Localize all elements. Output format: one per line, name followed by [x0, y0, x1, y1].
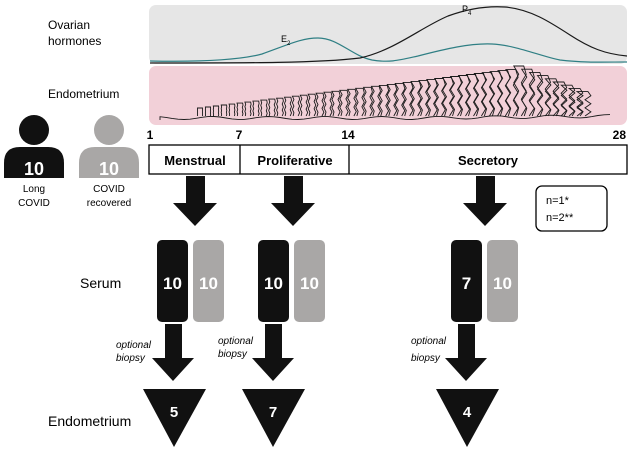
- day-tick-7: 7: [236, 128, 243, 142]
- covid-recovered-count: 10: [99, 159, 119, 179]
- serum-menstrual-recovered-count: 10: [199, 274, 218, 293]
- phase-proliferative: Proliferative: [257, 153, 332, 168]
- biopsy-proliferative-count: 7: [269, 404, 277, 421]
- long-covid-label-line1: Long: [23, 184, 45, 195]
- serum-menstrual-long-covid-count: 10: [163, 274, 182, 293]
- optional-biopsy-3-line2: biopsy: [411, 353, 441, 364]
- e2-curve: [149, 37, 628, 63]
- e2-label: E2: [281, 34, 291, 47]
- serum-menstrual-recovered-block: [193, 240, 224, 322]
- day-tick-28: 28: [613, 128, 627, 142]
- biopsy-secretory-triangle: [436, 389, 499, 447]
- serum-menstrual-long-covid-block: [157, 240, 188, 322]
- serum-secretory-recovered-count: 10: [493, 274, 512, 293]
- optional-biopsy-2-line2: biopsy: [218, 349, 248, 360]
- covid-recovered-label-line1: COVID: [93, 184, 125, 195]
- arrow-secretory-to-serum: [463, 176, 507, 226]
- serum-label: Serum: [80, 275, 121, 291]
- ovarian-hormones-label-line1: Ovarian: [48, 18, 90, 32]
- covid-recovered-label-line2: recovered: [87, 198, 131, 209]
- serum-proliferative-long-covid-count: 10: [264, 274, 283, 293]
- long-covid-person-icon: [4, 115, 64, 178]
- endometrium-biopsy-label: Endometrium: [48, 413, 131, 429]
- optional-biopsy-1-line2: biopsy: [116, 353, 146, 364]
- optional-biopsy-2-line1: optional: [218, 336, 254, 347]
- arrow-menstrual-to-biopsy: [152, 324, 194, 381]
- biopsy-proliferative-triangle: [242, 389, 305, 447]
- serum-secretory-long-covid-count: 7: [462, 274, 471, 293]
- serum-secretory-long-covid-block: [451, 240, 482, 322]
- endometrial-glands-illustration: [159, 65, 611, 120]
- phase-bar: [148, 144, 628, 175]
- p4-label: P4: [462, 4, 472, 17]
- arrow-proliferative-to-serum: [271, 176, 315, 226]
- phase-menstrual: Menstrual: [164, 153, 225, 168]
- biopsy-menstrual-triangle: [143, 389, 206, 447]
- biopsy-secretory-count: 4: [463, 404, 472, 421]
- covid-recovered-person-icon: [79, 115, 139, 178]
- endometrium-row-label: Endometrium: [48, 87, 119, 101]
- long-covid-count: 10: [24, 159, 44, 179]
- phase-secretory: Secretory: [458, 153, 519, 168]
- ovarian-hormones-label-line2: hormones: [48, 34, 101, 48]
- legend-line-1: n=1*: [546, 195, 570, 207]
- arrow-menstrual-to-serum: [173, 176, 217, 226]
- day-tick-1: 1: [147, 128, 154, 142]
- serum-proliferative-recovered-block: [294, 240, 325, 322]
- p4-curve: [149, 6, 628, 64]
- legend-line-2: n=2**: [546, 212, 574, 224]
- legend-box: [535, 185, 608, 232]
- day-tick-14: 14: [341, 128, 355, 142]
- hormone-panel: [149, 5, 627, 64]
- serum-secretory-recovered-block: [487, 240, 518, 322]
- serum-proliferative-long-covid-block: [258, 240, 289, 322]
- optional-biopsy-1-line1: optional: [116, 340, 152, 351]
- optional-biopsy-3-line1: optional: [411, 336, 447, 347]
- arrow-proliferative-to-biopsy: [252, 324, 294, 381]
- biopsy-menstrual-count: 5: [170, 404, 178, 421]
- long-covid-label-line2: COVID: [18, 198, 50, 209]
- arrow-secretory-to-biopsy: [445, 324, 487, 381]
- serum-proliferative-recovered-count: 10: [300, 274, 319, 293]
